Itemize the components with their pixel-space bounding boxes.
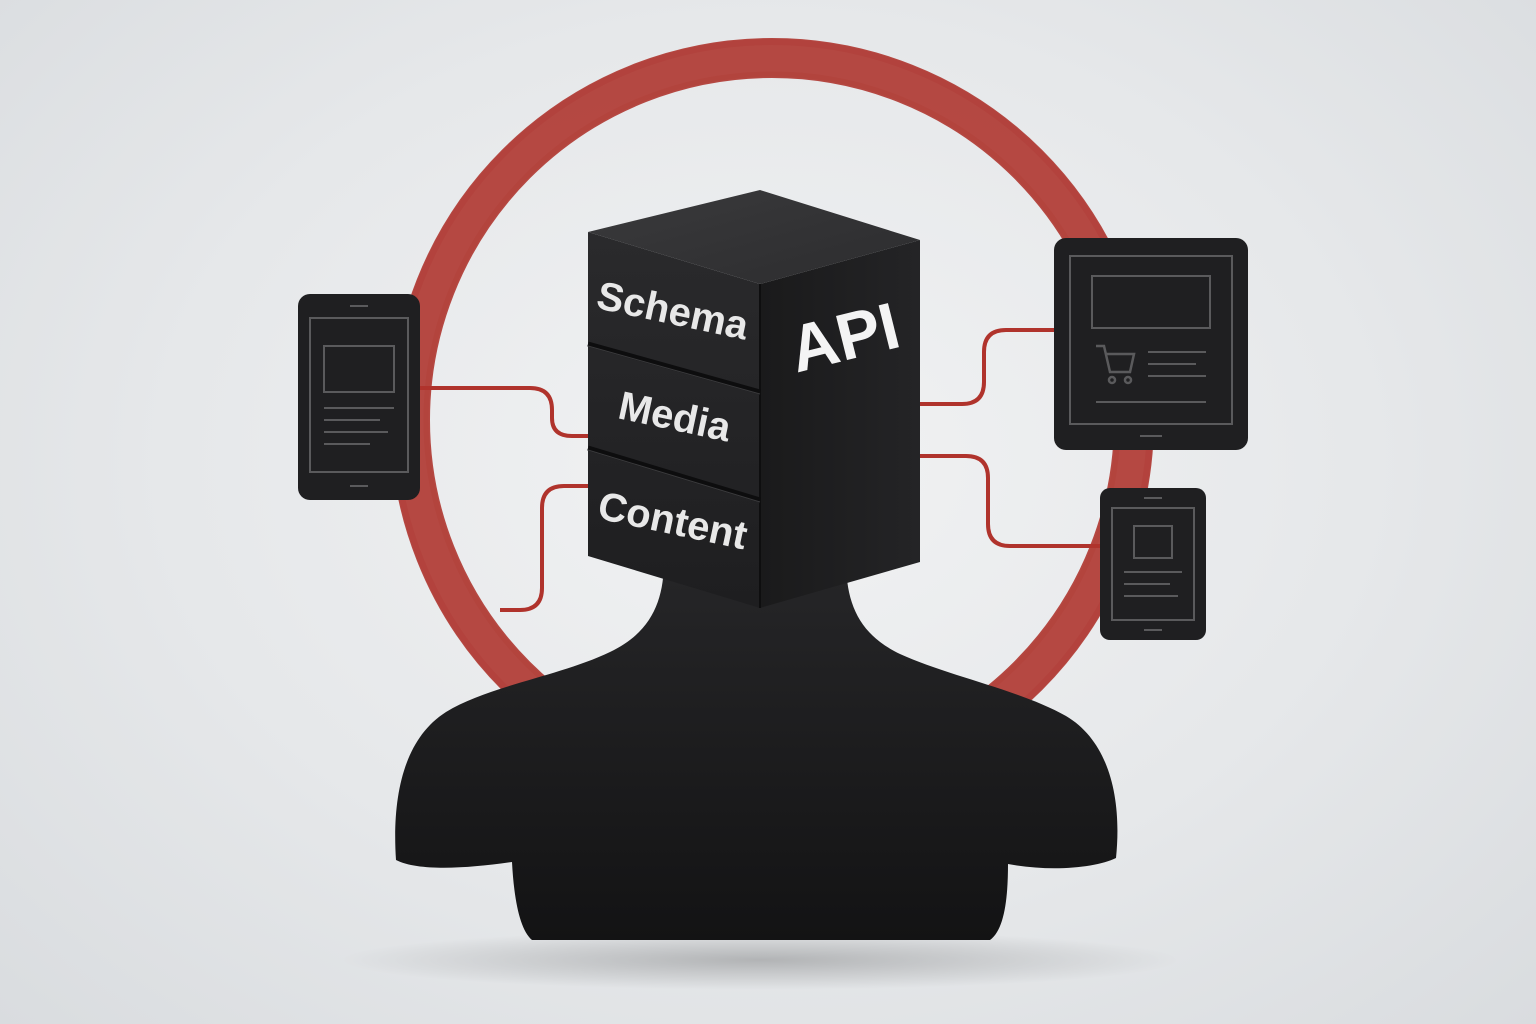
layer-highlight-2	[587, 449, 761, 503]
cube-side-face	[760, 240, 920, 608]
right-phone-icon	[1100, 488, 1206, 640]
cart-icon	[1096, 344, 1136, 385]
figure-shadow	[340, 930, 1180, 990]
cube-front-face	[588, 232, 760, 608]
connector-right-phone	[920, 454, 1104, 548]
right-tablet-cart-icon	[1054, 238, 1248, 450]
layer-highlight-1	[587, 345, 761, 395]
cube-top-face	[588, 190, 920, 284]
connector-lines	[418, 328, 1104, 612]
api-cube: Schema Media Content API	[587, 190, 920, 608]
layer-divider-1	[587, 341, 761, 395]
connector-left-phone	[418, 386, 592, 438]
connector-left-lower	[500, 484, 592, 612]
bust-silhouette	[395, 560, 1118, 940]
left-phone-icon	[298, 294, 420, 500]
layer-divider-2	[587, 445, 761, 503]
connector-right-tablet	[920, 328, 1058, 406]
